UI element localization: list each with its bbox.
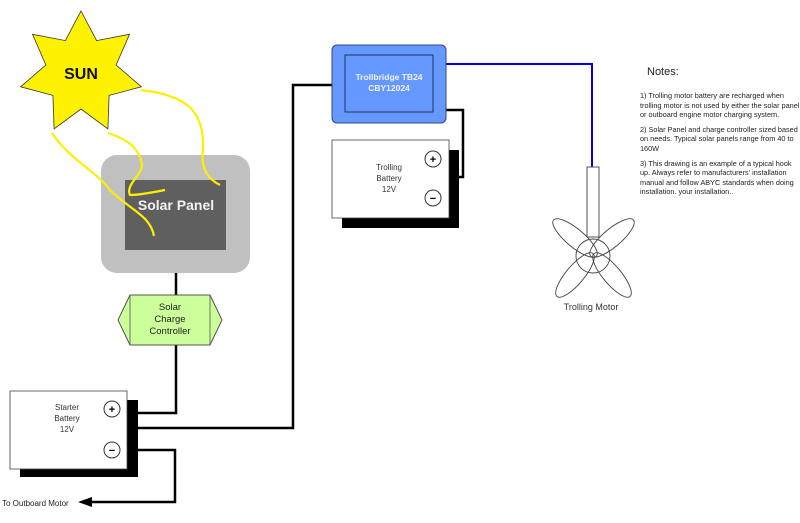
trollbridge-inner — [344, 54, 434, 113]
negative-symbol: − — [430, 193, 436, 205]
sun-ray — [107, 131, 166, 197]
propeller-blade — [592, 252, 632, 298]
motor-shaft — [586, 166, 600, 238]
solar-panel: Solar Panel — [101, 155, 250, 273]
propeller-blade — [555, 252, 595, 298]
positive-terminal-icon — [103, 400, 121, 418]
wire-starter-negative-to-outboard — [90, 448, 177, 504]
solar-charge-controller: Solar Charge Controller — [117, 294, 223, 346]
propeller-blade — [589, 218, 635, 258]
negative-symbol: − — [109, 445, 115, 457]
battery-label-line: Starter — [55, 403, 79, 412]
trolling-motor-label: Trolling Motor — [564, 302, 619, 312]
propeller-blade — [552, 218, 598, 258]
wire-controller-to-starter-positive — [138, 345, 178, 415]
controller-label-line: Charge — [154, 314, 185, 325]
battery-label-line: 12V — [60, 425, 75, 434]
sunlight-rays — [51, 88, 221, 237]
trolling-battery: Trolling Battery 12V + − — [331, 139, 459, 228]
negative-terminal-icon — [103, 441, 121, 459]
controller-label-line: Solar — [159, 302, 181, 313]
battery-label-line: Battery — [376, 174, 401, 183]
notes-panel: Notes: 1) Trolling motor battery are rec… — [640, 66, 800, 202]
sun-ray — [51, 132, 156, 237]
sun-ray — [140, 88, 221, 186]
solar-panel-label: Solar Panel — [138, 197, 214, 213]
battery-label-line: Battery — [54, 414, 79, 423]
sun-label: SUN — [64, 66, 98, 83]
note-item: 1) Trolling motor battery are recharged … — [640, 91, 800, 120]
battery-label-line: 12V — [382, 185, 397, 194]
sun: SUN — [19, 10, 143, 130]
outboard-motor-label: To Outboard Motor — [2, 499, 69, 508]
sun-icon — [19, 10, 143, 130]
trollbridge-unit: Trollbridge TB24 CBY12024 — [331, 44, 447, 124]
note-item: 3) This drawing is an example of a typic… — [640, 158, 794, 197]
wire-trollbridge-to-motor — [446, 63, 593, 168]
trollbridge-label-line: CBY12024 — [368, 83, 410, 93]
starter-battery: Starter Battery 12V + − — [9, 390, 138, 477]
positive-terminal-icon — [424, 150, 442, 168]
trolling-motor — [552, 166, 635, 298]
wire-starter-to-trollbridge — [138, 83, 333, 430]
note-item: 2) Solar Panel and charge controller siz… — [640, 124, 798, 153]
outboard-arrow-icon — [78, 497, 92, 507]
positive-symbol: + — [109, 404, 115, 416]
positive-symbol: + — [430, 154, 436, 166]
controller-label-line: Controller — [149, 326, 190, 337]
battery-label-line: Trolling — [376, 163, 402, 172]
negative-terminal-icon — [424, 189, 442, 207]
trollbridge-label-line: Trollbridge TB24 — [355, 72, 422, 82]
notes-title: Notes: — [647, 66, 679, 78]
